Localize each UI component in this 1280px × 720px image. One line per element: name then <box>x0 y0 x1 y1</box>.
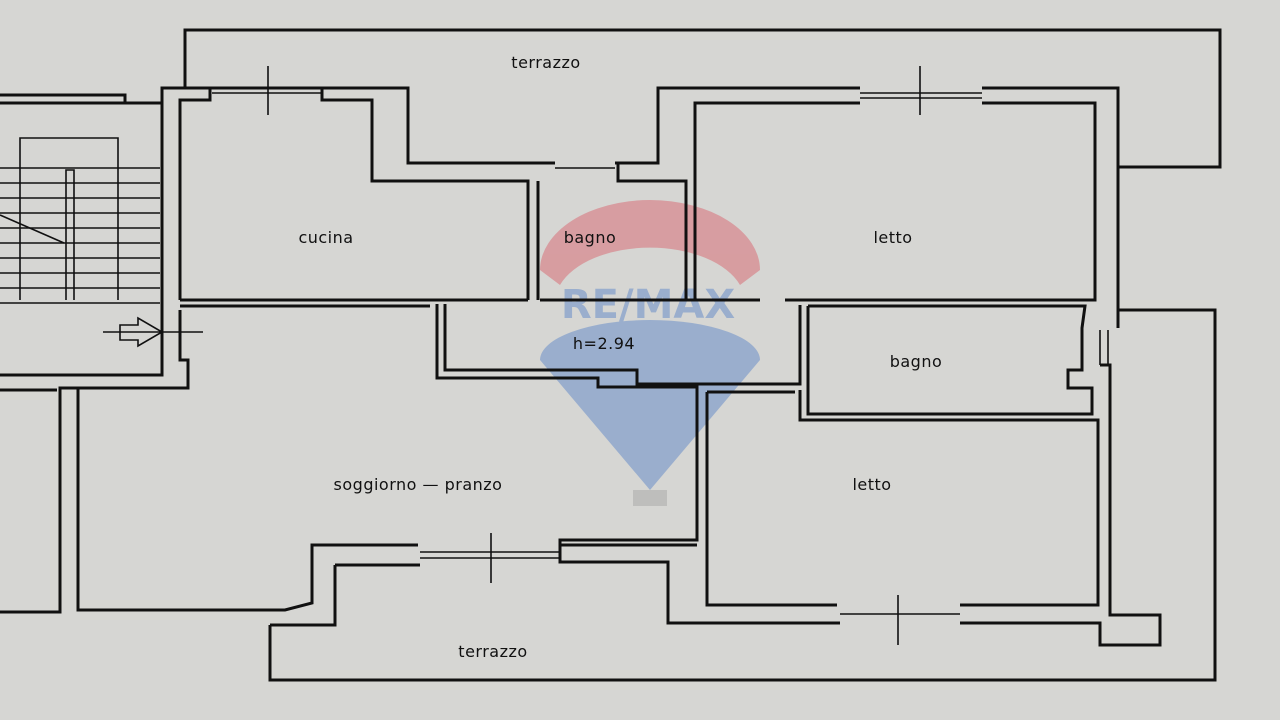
stair-treads <box>0 167 160 304</box>
svg-text:RE/MAX: RE/MAX <box>561 282 735 328</box>
remax-watermark-logo: RE/MAX <box>540 200 760 506</box>
room-label-bagno-2: bagno <box>890 352 943 371</box>
walls <box>0 28 1222 682</box>
room-label-letto-1: letto <box>873 228 912 247</box>
room-label-letto-2: letto <box>852 475 891 494</box>
ceiling-height-label: h=2.94 <box>573 334 635 353</box>
room-label-cucina: cucina <box>298 228 353 247</box>
windows <box>212 66 1109 645</box>
room-label-bagno-1: bagno <box>564 228 617 247</box>
entrance-arrow-icon <box>103 316 203 348</box>
room-label-terrazzo-top: terrazzo <box>511 53 580 72</box>
room-label-soggiorno-pranzo: soggiorno — pranzo <box>334 475 503 494</box>
room-label-terrazzo-bottom: terrazzo <box>458 642 527 661</box>
